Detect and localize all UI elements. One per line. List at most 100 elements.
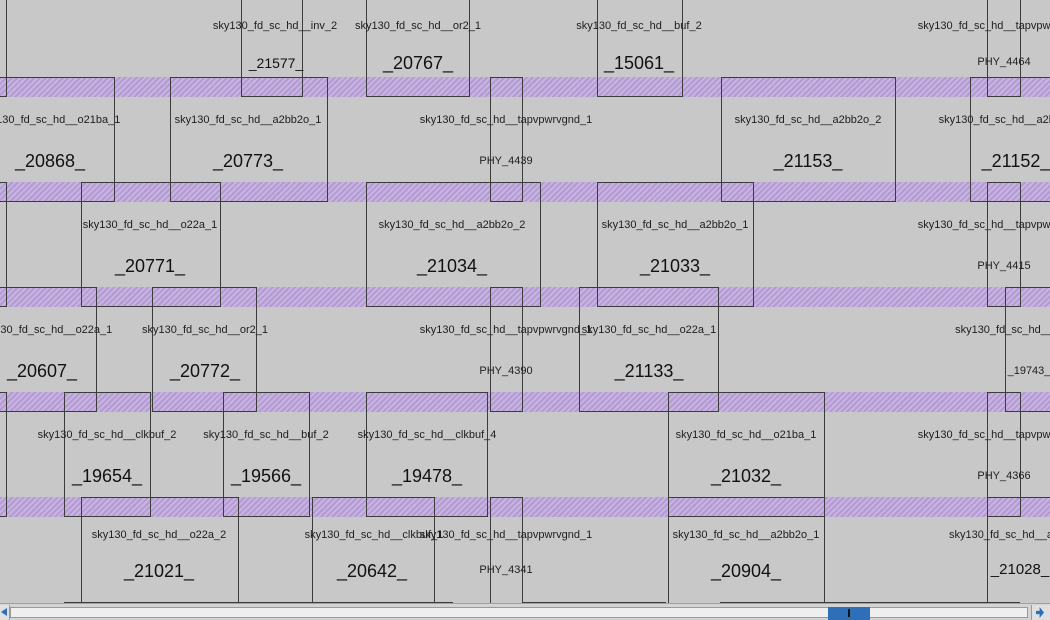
cell-type-label: sky130_fd_sc_hd__clkbuf_2 <box>37 429 177 441</box>
cell-instance-label: _21033_ <box>639 256 711 276</box>
power-rail <box>0 497 1050 517</box>
cell-type-label: sky130_fd_sc_hd__tapvpwrvgnd_1 <box>419 114 593 126</box>
cell-box[interactable] <box>579 287 719 412</box>
cell-instance-label: _20772_ <box>169 361 241 381</box>
cell-box[interactable] <box>223 392 310 517</box>
cell-box[interactable] <box>64 392 151 517</box>
cell-box[interactable] <box>81 182 221 307</box>
scroll-right-icon[interactable] <box>1031 605 1050 620</box>
cell-type-label: sky130_fd_sc_hd__inv_2 <box>212 20 338 32</box>
cell-type-label: sky130_fd_sc_hd__a2bb2o_2 <box>734 114 882 126</box>
cell-instance-label: _21152_ <box>981 151 1050 171</box>
cell-type-label: sky130_fd_sc_hd__a2bb2o_1 <box>672 529 820 541</box>
cell-type-label: sky130_fd_sc_hd__a <box>949 529 1050 541</box>
cell-instance-label: PHY_4341 <box>479 564 533 576</box>
cell-type-label: sky130_fd_sc_hd__o22a_2 <box>91 529 227 541</box>
cell-instance-label: _20773_ <box>212 151 284 171</box>
cell-box[interactable] <box>987 392 1021 517</box>
cell-type-label: sky130_fd_sc_hd__ <box>955 324 1050 336</box>
cell-instance-label: _20767_ <box>382 53 454 73</box>
cell-box[interactable] <box>1005 287 1050 412</box>
scroll-track[interactable] <box>10 607 1028 618</box>
cell-box[interactable] <box>987 497 1050 603</box>
cell-box[interactable] <box>366 0 470 97</box>
cell-box[interactable] <box>81 497 239 603</box>
scroll-left-icon[interactable] <box>0 605 10 620</box>
cell-type-label: sky130_fd_sc_hd__buf_2 <box>203 429 329 441</box>
cell-box[interactable] <box>152 287 257 412</box>
cell-box[interactable] <box>366 392 488 517</box>
cell-type-label: sky130_fd_sc_hd__o21ba_1 <box>0 114 121 126</box>
cell-instance-label: _19566_ <box>230 466 302 486</box>
cell-type-label: sky130_fd_sc_hd__or2_1 <box>142 324 268 336</box>
power-rail <box>0 392 1050 412</box>
cell-box[interactable] <box>523 602 666 603</box>
cell-box[interactable] <box>668 497 825 603</box>
cell-box[interactable] <box>490 77 523 202</box>
cell-instance-label: _20642_ <box>336 561 408 581</box>
cell-instance-label: _20607_ <box>6 361 78 381</box>
cell-instance-label: PHY_4439 <box>479 155 533 167</box>
cell-instance-label: PHY_4390 <box>479 365 533 377</box>
cell-box[interactable] <box>970 77 1050 202</box>
cell-instance-label: PHY_4366 <box>977 470 1031 482</box>
cell-instance-label: _19478_ <box>391 466 463 486</box>
cell-box[interactable] <box>0 182 7 307</box>
cell-instance-label: _20868_ <box>14 151 86 171</box>
cell-type-label: sky130_fd_sc_hd__o22a_1 <box>0 324 113 336</box>
cell-instance-label: _21133_ <box>614 361 684 381</box>
cell-box[interactable] <box>0 392 7 517</box>
cell-instance-label: _21577_ <box>248 55 304 71</box>
cell-type-label: sky130_fd_sc_hd__tapvpwrvgnd_1 <box>917 219 1050 231</box>
cell-type-label: sky130_fd_sc_hd__a2bb2o_2 <box>378 219 526 231</box>
cell-box[interactable] <box>668 392 825 517</box>
cell-instance-label: _21032_ <box>710 466 782 486</box>
cell-instance-label: _19654_ <box>71 466 143 486</box>
cell-type-label: sky130_fd_sc_hd__or2_1 <box>355 20 481 32</box>
cell-box[interactable] <box>721 77 896 202</box>
cell-type-label: sky130_fd_sc_hd__clkbuf_4 <box>357 429 497 441</box>
cell-instance-label: _21034_ <box>416 256 488 276</box>
power-rail <box>0 287 1050 307</box>
cell-box[interactable] <box>0 0 7 97</box>
cell-instance-label: _19743_ <box>1007 365 1050 377</box>
horizontal-scrollbar[interactable] <box>0 603 1050 620</box>
cell-box[interactable] <box>987 0 1021 97</box>
cell-type-label: sky130_fd_sc_hd__o22a_1 <box>82 219 218 231</box>
cell-type-label: sky130_fd_sc_hd__tapvpwrvgnd_1 <box>917 20 1050 32</box>
cell-instance-label: PHY_4464 <box>977 56 1031 68</box>
cell-box[interactable] <box>241 0 303 97</box>
cell-box[interactable] <box>490 287 523 412</box>
cell-box[interactable] <box>64 602 453 603</box>
cell-instance-label: _20771_ <box>114 256 186 276</box>
cell-type-label: sky130_fd_sc_hd__a2bb2o_1 <box>174 114 322 126</box>
cell-instance-label: _20904_ <box>710 561 782 581</box>
cell-box[interactable] <box>366 182 541 307</box>
cell-instance-label: _21153_ <box>773 151 843 171</box>
cell-type-label: sky130_fd_sc_hd__buf_2 <box>576 20 702 32</box>
power-rail <box>0 77 1050 97</box>
cell-instance-label: _21021_ <box>123 561 195 581</box>
cell-box[interactable] <box>170 77 328 202</box>
cell-box[interactable] <box>0 77 115 202</box>
cell-box[interactable] <box>312 497 435 603</box>
cell-box[interactable] <box>0 287 97 412</box>
cell-instance-label: _15061_ <box>603 53 675 73</box>
cell-box[interactable] <box>597 182 754 307</box>
cell-instance-label: PHY_4415 <box>977 260 1031 272</box>
cell-instance-label: _21028_ <box>990 561 1050 578</box>
cell-type-label: sky130_fd_sc_hd__clkbuf_1 <box>304 529 444 541</box>
cell-box[interactable] <box>490 497 523 603</box>
cell-type-label: sky130_fd_sc_hd__a2bb2o_1 <box>938 114 1050 126</box>
cell-type-label: sky130_fd_sc_hd__tapvpwrvgnd_1 <box>419 324 593 336</box>
cell-box[interactable] <box>597 0 683 97</box>
layout-canvas[interactable]: sky130_fd_sc_hd__inv_2 _21577_ sky130_fd… <box>0 0 1050 603</box>
cell-box[interactable] <box>720 602 1020 603</box>
cell-type-label: sky130_fd_sc_hd__tapvpwrvgnd_1 <box>917 429 1050 441</box>
cell-type-label: sky130_fd_sc_hd__a2bb2o_1 <box>601 219 749 231</box>
scroll-thumb[interactable] <box>828 607 870 620</box>
cell-type-label: sky130_fd_sc_hd__o21ba_1 <box>675 429 817 441</box>
cell-box[interactable] <box>987 182 1021 307</box>
cell-type-label: sky130_fd_sc_hd__tapvpwrvgnd_1 <box>419 529 593 541</box>
cell-type-label: sky130_fd_sc_hd__o22a_1 <box>581 324 717 336</box>
